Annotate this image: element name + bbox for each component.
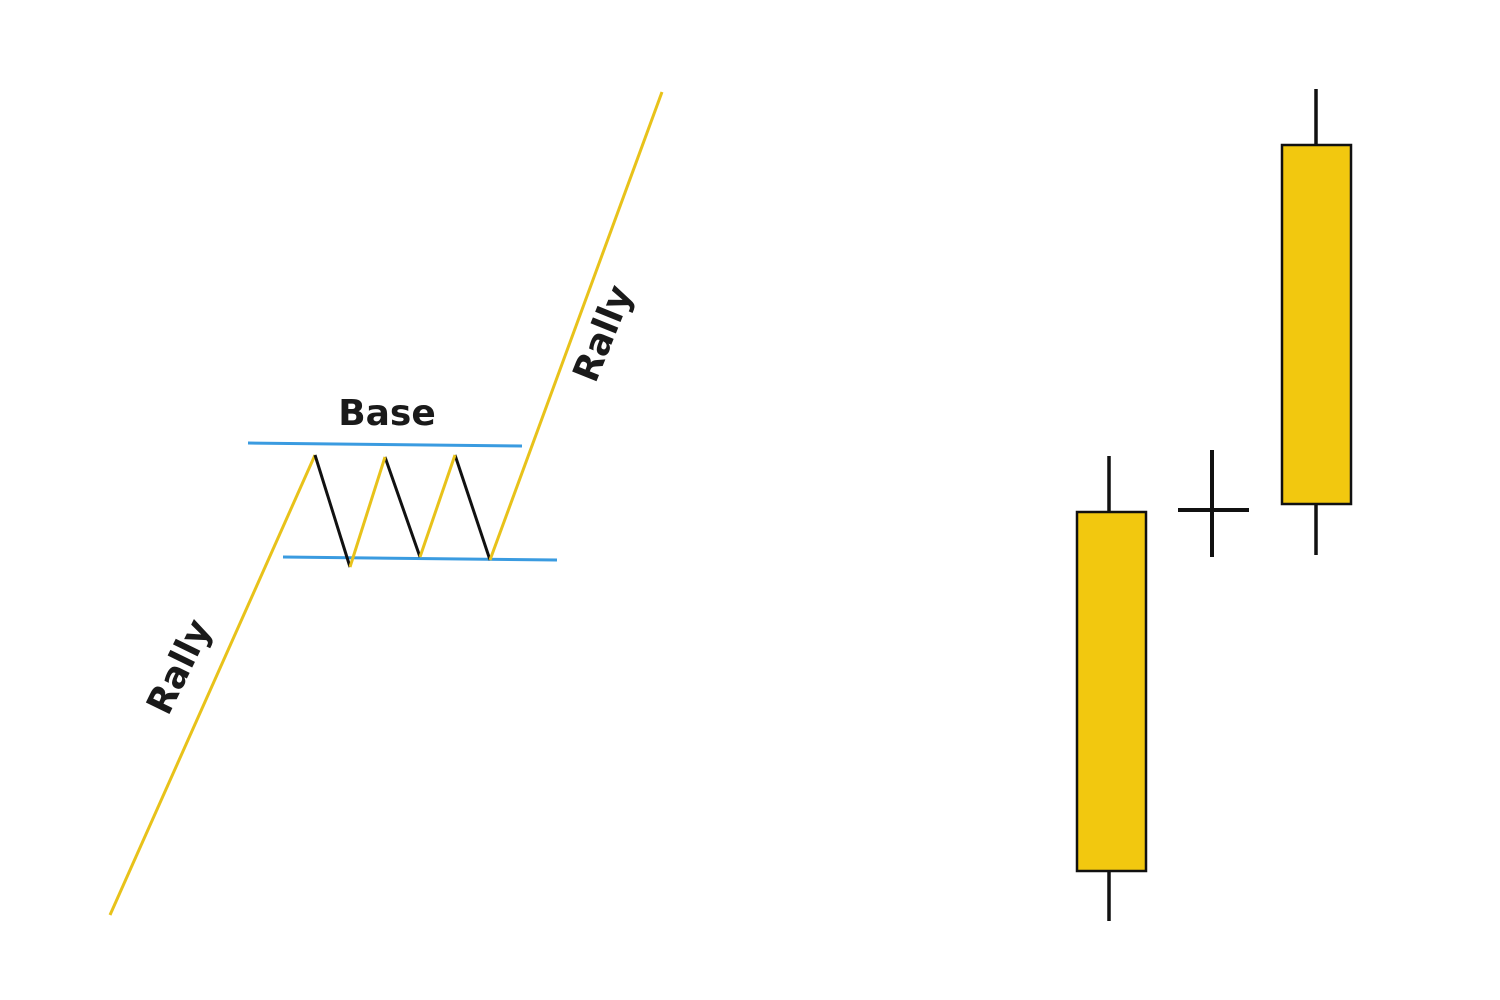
candlestick-group — [1075, 89, 1353, 921]
base-zone-bottom-line — [282, 555, 558, 562]
rally-line-upper — [488, 91, 664, 561]
candle-1-body — [1075, 510, 1148, 873]
base-zigzag-up-2 — [418, 454, 457, 558]
base-zone-top-line — [247, 441, 523, 448]
rally-line-lower — [108, 454, 317, 916]
base-label: Base — [338, 393, 436, 434]
candle-2-body — [1280, 143, 1353, 506]
base-zigzag-down-1 — [313, 454, 352, 568]
candle-doji — [1178, 450, 1249, 557]
base-zigzag-down-3 — [453, 454, 492, 561]
rbr-pattern: Rally Base Rally — [108, 91, 664, 916]
base-zigzag-up-1 — [348, 456, 387, 568]
rally-label-upper: Rally — [566, 280, 642, 388]
rally-label-lower: Rally — [139, 613, 220, 721]
candle-bullish-2 — [1280, 89, 1353, 555]
base-zigzag-down-2 — [383, 456, 422, 558]
candle-bullish-1 — [1075, 456, 1148, 921]
